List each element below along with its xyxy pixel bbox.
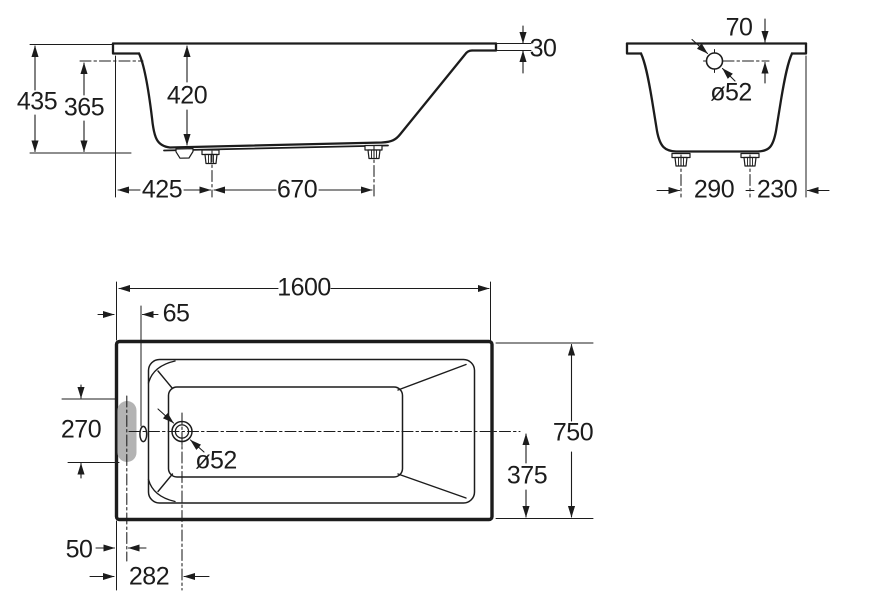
dim-overall-length: 1600: [277, 273, 331, 302]
end-view: [625, 18, 830, 198]
dim-foot-spacing-side: 670: [276, 175, 318, 204]
end-dimension-lines: [656, 18, 830, 198]
plan-dimension-lines: [61, 281, 594, 591]
bathtub-end-profile: [625, 42, 808, 153]
dim-edge-to-overflow: 65: [162, 299, 190, 328]
dim-grip-length: 270: [60, 415, 102, 444]
drain-leader-arrows: [691, 38, 736, 82]
plan-view: [61, 281, 594, 591]
dim-inner-depth: 420: [166, 81, 208, 110]
interior-corner-lines: [147, 360, 467, 503]
dim-overall-width: 750: [552, 418, 594, 447]
dim-rim-to-drain-drop: 70: [725, 13, 753, 42]
overflow-hole: [139, 425, 148, 443]
side-view: [29, 25, 532, 198]
dim-water-depth: 365: [63, 93, 105, 122]
dim-centerline-to-edge: 375: [506, 461, 548, 490]
side-dimension-lines: [29, 25, 532, 198]
bathtub-outer-rim: [114, 339, 494, 522]
dim-foot-to-edge: 230: [756, 175, 798, 204]
dim-edge-to-grip-center: 50: [65, 535, 93, 564]
dim-overall-height: 435: [16, 87, 58, 116]
dim-rim-thickness: 30: [529, 34, 557, 63]
drain-leader-arrows-plan: [157, 408, 205, 453]
dim-edge-to-drain-center: 282: [128, 562, 170, 591]
dim-drain-diameter-plan: ø52: [195, 446, 237, 475]
dim-drain-diameter-end: ø52: [710, 78, 752, 107]
drain-outlet-side: [175, 148, 194, 159]
adjustable-foot-front: [201, 149, 220, 165]
bathtub-side-profile: [111, 42, 498, 152]
dim-edge-to-front-foot: 425: [141, 175, 183, 204]
dim-foot-spacing-end: 290: [693, 175, 735, 204]
